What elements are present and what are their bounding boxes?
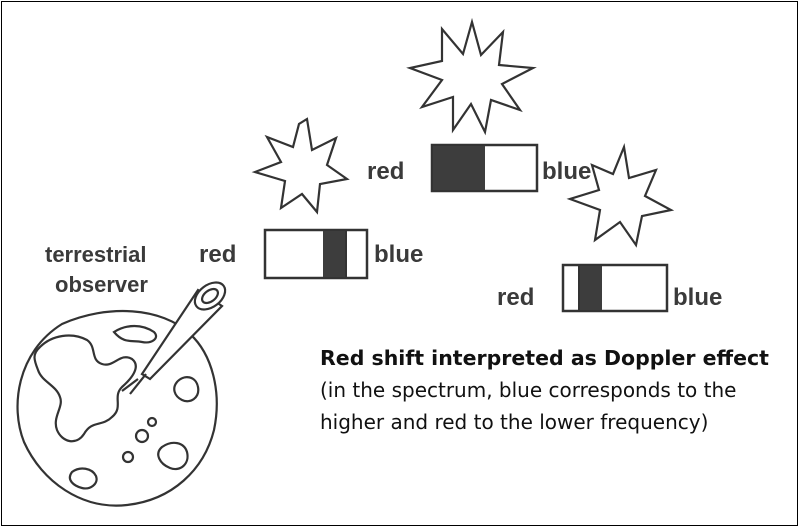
blue-label: blue — [673, 284, 722, 311]
red-label: red — [367, 158, 404, 185]
star-icon — [251, 117, 350, 215]
blue-label: blue — [374, 241, 423, 268]
spectrum-box-near — [263, 228, 369, 280]
blue-label: blue — [542, 158, 591, 185]
spectrum-box-top — [430, 143, 539, 193]
star-icon — [566, 142, 675, 248]
caption-title: Red shift interpreted as Doppler effect — [320, 346, 769, 370]
caption-note: (in the spectrum, blue corresponds to th… — [320, 378, 737, 434]
red-label: red — [497, 284, 534, 311]
observer-label-line1: terrestrial — [45, 242, 147, 267]
observer-label-line2: observer — [55, 272, 148, 297]
telescope-icon — [121, 281, 227, 395]
diagram-caption: Red shift interpreted as Doppler effect … — [320, 342, 790, 438]
star-icon — [406, 17, 537, 136]
spectrum-box-right — [561, 263, 669, 313]
red-label: red — [199, 241, 236, 268]
